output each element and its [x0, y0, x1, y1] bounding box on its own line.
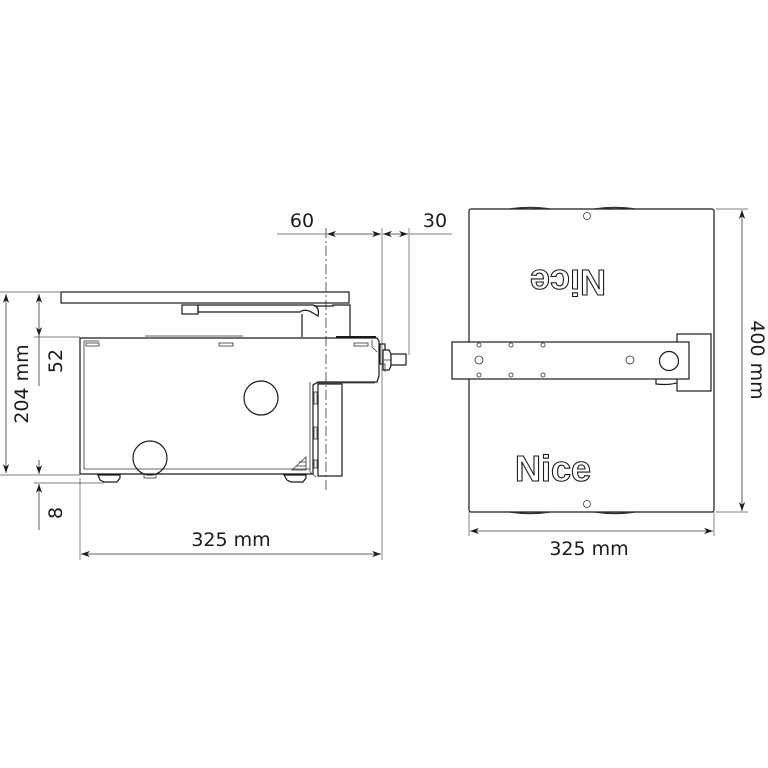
slot: [353, 342, 369, 347]
slot: [218, 342, 234, 347]
lid-plate: [60, 291, 350, 304]
mounting-bracket: [317, 383, 343, 477]
foot: [282, 474, 307, 483]
lever-arm: [451, 333, 712, 392]
svg-text:Nice: Nice: [530, 262, 606, 303]
foot: [97, 474, 121, 483]
drive-arm: [181, 304, 351, 337]
slot: [85, 342, 100, 347]
cable-hole: [243, 380, 279, 416]
logo-mirrored: Nice: [529, 261, 606, 303]
dim-label-arm-offset: 60: [290, 210, 314, 232]
cable-hole: [132, 440, 168, 476]
dim-label-top-width: 325 mm: [549, 538, 628, 560]
side-view: 204 mm 52 8 60 30 325 mm: [0, 210, 452, 560]
top-view: Nice Nice 325 mm 400 mm: [451, 206, 768, 560]
screw-hole: [583, 212, 591, 220]
dim-label-height: 204 mm: [11, 344, 33, 423]
dim-label-shaft-offset: 30: [423, 210, 447, 232]
dim-label-top-offset: 52: [45, 349, 67, 373]
dim-label-bottom-offset: 8: [45, 507, 67, 519]
dim-label-width: 325 mm: [191, 529, 270, 551]
motor-box: [79, 335, 380, 483]
output-shaft: [379, 343, 407, 372]
logo: Nice: [515, 448, 591, 489]
screw-hole: [583, 500, 591, 508]
dim-label-top-height: 400 mm: [746, 320, 768, 399]
